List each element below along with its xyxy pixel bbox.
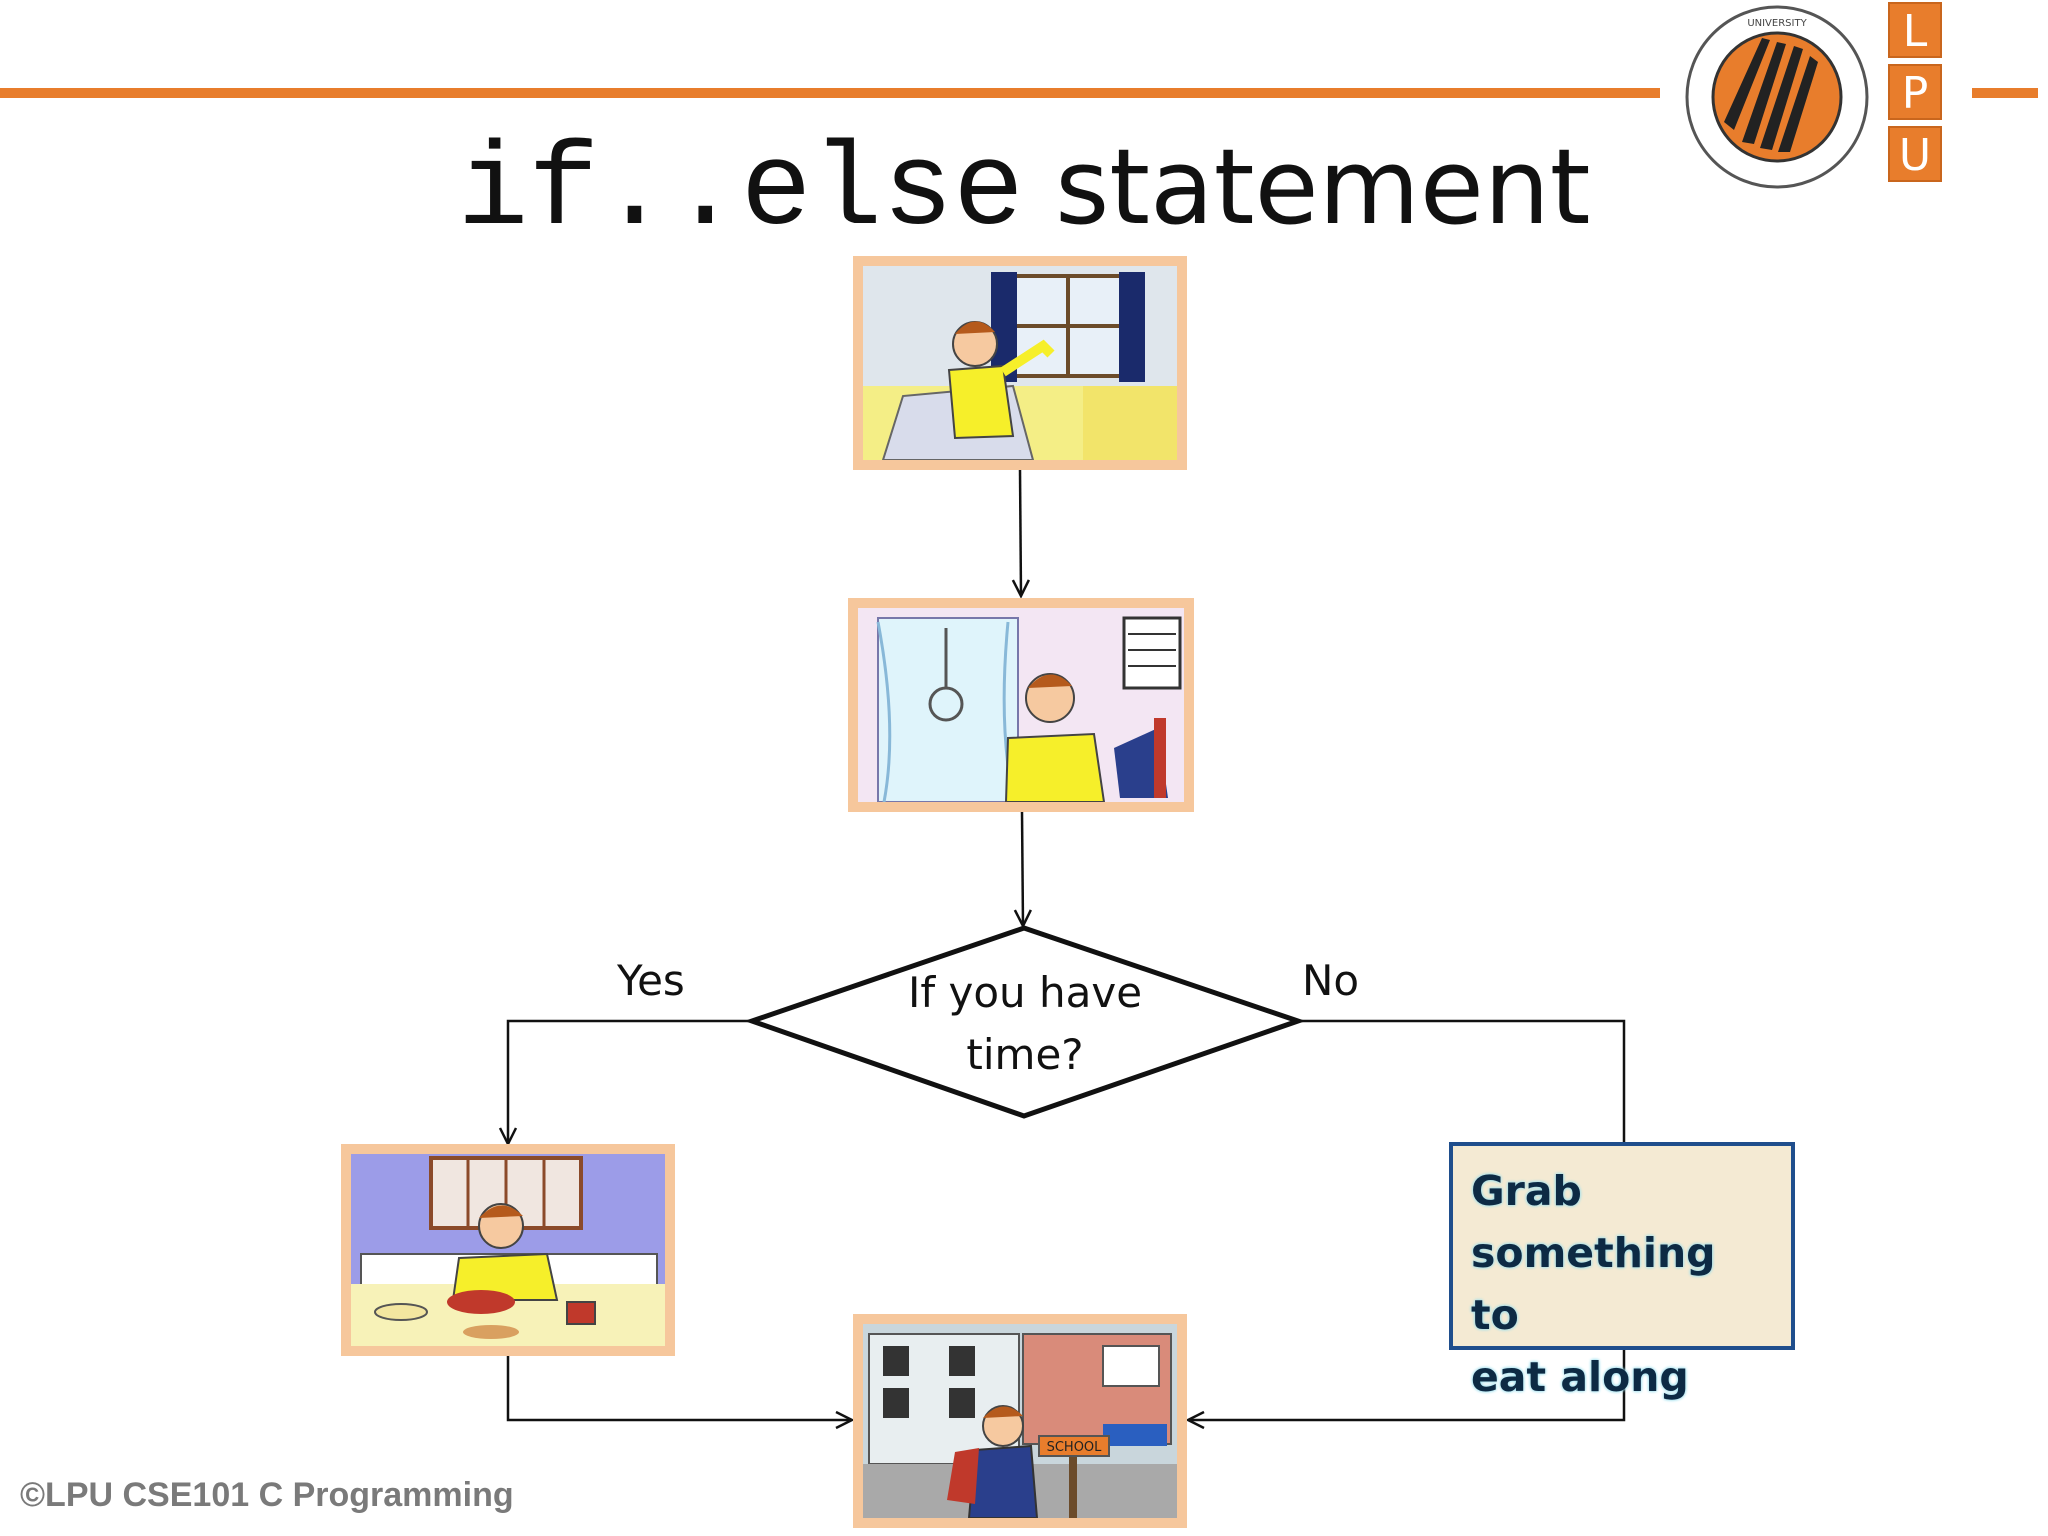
brush-teeth-picture — [848, 598, 1194, 812]
svg-text:UNIVERSITY: UNIVERSITY — [1747, 18, 1807, 29]
logo-letter-l: L — [1888, 2, 1942, 58]
decision-diamond — [744, 925, 1306, 1119]
no-connector — [1298, 1019, 1626, 1142]
wake-up-picture — [853, 256, 1187, 470]
logo-letter-u: U — [1888, 126, 1942, 182]
footer-copyright: ©LPU CSE101 C Programming — [20, 1476, 514, 1514]
lpu-seal-logo: UNIVERSITY — [1685, 5, 1869, 189]
arrow-brush-to-decision — [1022, 811, 1023, 926]
grab-line-3: eat along — [1471, 1353, 1689, 1401]
grab-line-2: something to — [1471, 1229, 1716, 1339]
breakfast-picture — [341, 1144, 675, 1356]
yes-connector — [508, 1019, 752, 1144]
header-rule-right — [1972, 88, 2038, 98]
grab-food-text: Grab something to eat along — [1471, 1160, 1773, 1408]
grab-line-1: Grab — [1471, 1167, 1582, 1215]
decision-line-2: time? — [966, 1030, 1084, 1079]
grab-food-box: Grab something to eat along — [1449, 1142, 1795, 1401]
no-label: No — [1302, 956, 1360, 1005]
title-code: if..else — [457, 126, 1024, 259]
lpu-letters: L P U — [1888, 2, 1944, 188]
header-rule-left — [0, 88, 1660, 98]
arrow-wake-to-brush — [1020, 469, 1021, 596]
decision-text: If you have time? — [880, 962, 1170, 1086]
logo-letter-p: P — [1888, 64, 1942, 120]
go-to-school-picture: SCHOOL — [853, 1314, 1187, 1528]
grab-to-school-connector — [1188, 1350, 1626, 1420]
breakfast-to-school-connector — [506, 1356, 852, 1420]
page-title: if..else statement — [0, 120, 2048, 258]
title-word: statement — [1055, 126, 1591, 248]
decision-line-1: If you have — [907, 968, 1143, 1017]
yes-label: Yes — [617, 956, 685, 1005]
school-sign: SCHOOL — [1047, 1440, 1103, 1455]
